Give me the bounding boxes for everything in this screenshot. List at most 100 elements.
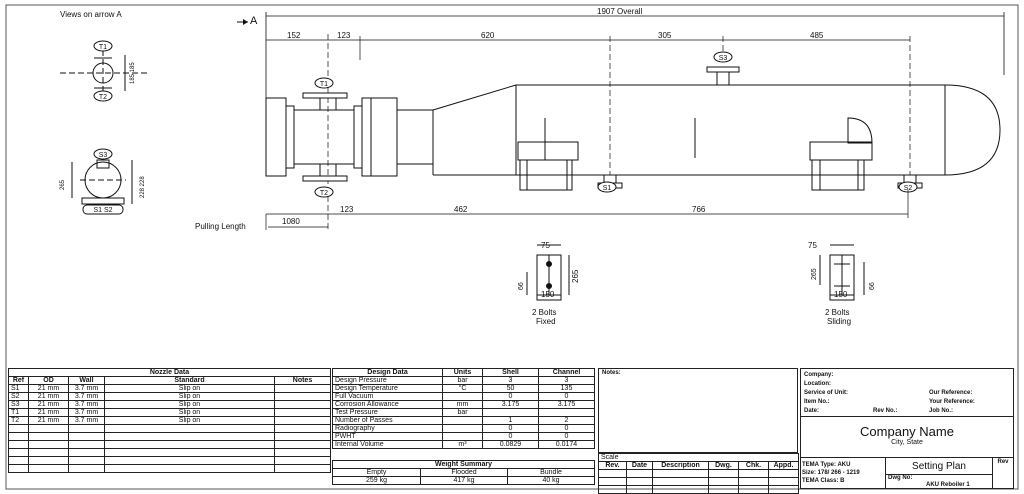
nozzle-data-title: Nozzle Data: [8, 368, 331, 377]
nozzle-row: [8, 432, 331, 441]
design-cell: 3: [538, 376, 595, 385]
design-cell: Internal Volume: [332, 440, 443, 449]
side-view-shell-nozzles: [71, 159, 133, 205]
title-block: Company: Location: Service of Unit: Item…: [800, 368, 1014, 489]
dim-top-305: 305: [658, 31, 672, 40]
nozzle-cell: [274, 400, 331, 409]
tema-class: TEMA Class: B: [802, 478, 845, 484]
design-cell: 0: [538, 392, 595, 401]
nozzle-cell: S1: [8, 384, 29, 393]
support-sliding-width: 75: [808, 241, 817, 250]
design-cell: PWHT: [332, 432, 443, 441]
overall-dimension: [265, 12, 1005, 110]
nozzle-row: [8, 440, 331, 449]
revision-header-cell: Date: [626, 461, 653, 470]
nozzle-cell: [28, 464, 69, 473]
design-cell: [442, 392, 483, 401]
channel-flanges: [265, 97, 434, 177]
tema-info: TEMA Type: AKU Size: 178/ 266 - 1219 TEM…: [802, 461, 860, 485]
weight-value-cell: 40 kg: [507, 476, 595, 485]
nozzle-cell: [8, 432, 29, 441]
rev-box: Rev: [992, 457, 1014, 489]
nozzle-cell: [68, 456, 105, 465]
nozzle-cell: [68, 440, 105, 449]
design-cell: 50: [482, 384, 539, 393]
nozzle-header-cell: Standard: [104, 376, 275, 385]
design-cell: 0: [538, 432, 595, 441]
nozzle-cell: [8, 448, 29, 457]
tag-s2: S2: [904, 185, 913, 192]
nozzle-cell: 3.7 mm: [68, 416, 105, 425]
weight-summary-title: Weight Summary: [332, 460, 595, 469]
saddle-supports: [517, 141, 873, 191]
support-sliding-type: Sliding: [827, 317, 851, 326]
scale-label: Scale: [597, 453, 800, 462]
support-sliding-bolts: 2 Bolts: [825, 308, 849, 317]
design-cell: [442, 432, 483, 441]
dim-bottom-1080: 1080: [282, 217, 300, 226]
design-cell: Design Pressure: [332, 376, 443, 385]
nozzle-cell: [8, 464, 29, 473]
support-fixed-type: Fixed: [536, 317, 556, 326]
nozzle-cell: [28, 440, 69, 449]
weight-value-cell: 417 kg: [420, 476, 508, 485]
field-location: Location:: [804, 381, 831, 387]
nozzle-row: [8, 448, 331, 457]
design-cell: 0: [482, 432, 539, 441]
nozzle-header-cell: OD: [28, 376, 69, 385]
tag-s1: S1: [603, 185, 612, 192]
nozzle-cell: 3.7 mm: [68, 384, 105, 393]
weight-value-cell: 259 kg: [332, 476, 421, 485]
nozzle-cell: [28, 424, 69, 433]
support-sliding-base: 150: [834, 290, 848, 299]
shell-body: [432, 84, 1001, 176]
side-tag-s1s2: S1 S2: [93, 207, 112, 214]
view-label: Views on arrow A: [60, 10, 122, 19]
plan-title: Setting Plan: [912, 461, 966, 472]
field-item-no: Item No.:: [804, 399, 830, 405]
design-cell: 0.0829: [482, 440, 539, 449]
support-detail-sliding: [819, 244, 865, 301]
overall-dim-text: 1907 Overall: [597, 7, 643, 16]
nozzle-cell: 3.7 mm: [68, 392, 105, 401]
nozzle-cell: [104, 432, 275, 441]
company-name: Company Name: [860, 424, 954, 439]
nozzle-cell: 21 mm: [28, 392, 69, 401]
dwg-no-value: AKU Reboiler 1: [926, 482, 970, 488]
nozzle-cell: Slip on: [104, 392, 275, 401]
field-rev-no: Rev No.:: [873, 408, 898, 414]
notes-box: Notes:: [598, 368, 798, 453]
field-service: Service of Unit:: [804, 390, 849, 396]
support-fixed-offset: 66: [518, 282, 525, 290]
design-cell: bar: [442, 408, 483, 417]
side-dim-s-height: 228 228: [140, 176, 146, 198]
nozzle-cell: [68, 448, 105, 457]
weight-header-cell: Empty: [332, 468, 421, 477]
title-block-left-fields: Company: Location: Service of Unit: Item…: [804, 371, 848, 416]
design-cell: [482, 408, 539, 417]
design-cell: 0: [538, 424, 595, 433]
nozzle-cell: 3.7 mm: [68, 400, 105, 409]
nozzle-header-cell: Notes: [274, 376, 331, 385]
side-view-tube-nozzles: [60, 50, 150, 95]
nozzle-cell: 3.7 mm: [68, 408, 105, 417]
side-tag-t2: T2: [99, 94, 107, 101]
side-tag-s3: S3: [99, 152, 108, 159]
nozzle-header-cell: Ref: [8, 376, 29, 385]
company-city: City, State: [891, 439, 923, 446]
plan-title-box: Setting Plan: [885, 457, 993, 475]
field-our-ref: Our Reference:: [929, 390, 973, 396]
support-fixed-height: 265: [571, 269, 580, 283]
tag-t1: T1: [320, 81, 328, 88]
nozzle-cell: [274, 440, 331, 449]
dim-top-620: 620: [481, 31, 495, 40]
design-cell: 135: [538, 384, 595, 393]
